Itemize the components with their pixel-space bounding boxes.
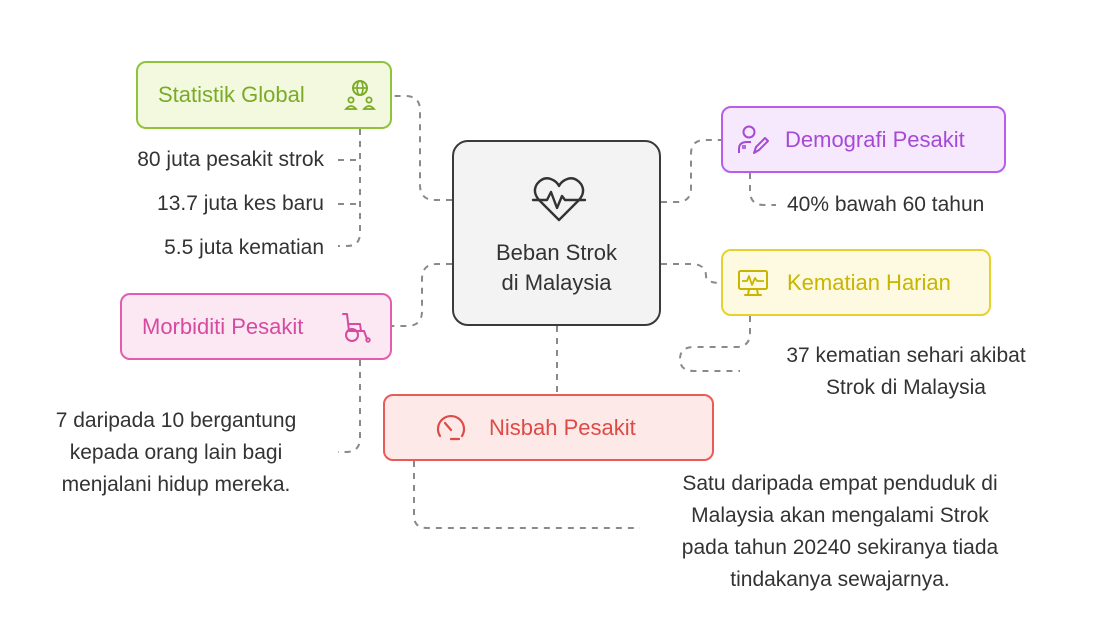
kematian-line-1: 37 kematian sehari akibat [786,344,1026,367]
connector-global-items [338,129,361,247]
connector-center-morb [392,263,452,327]
global-stat-3: 5.5 juta kematian [164,236,324,259]
node-kematian-harian: Kematian Harian [721,249,991,316]
nisbah-line-2: Malaysia akan mengalami Strok [691,504,989,527]
global-stat-1: 80 juta pesakit strok [137,148,324,171]
morbiditi-line-1: 7 daripada 10 bergantung [55,409,297,432]
node-title: Kematian Harian [787,269,951,295]
demografi-stat-1: 40% bawah 60 tahun [787,193,985,216]
nisbah-line-4: tindakanya sewajarnya. [730,568,950,591]
node-nisbah-pesakit: Nisbah Pesakit [383,394,714,461]
node-title: Demografi Pesakit [785,126,965,152]
connector-demo-text [749,173,776,206]
wheelchair-icon [342,312,371,343]
connector-center-kem [661,263,722,284]
connector-morb-text [338,360,361,453]
node-morbiditi-pesakit: Morbiditi Pesakit [120,293,392,360]
node-title: Nisbah Pesakit [489,414,636,440]
morbiditi-line-2: kepada orang lain bagi [69,441,283,464]
gauge-icon [436,414,466,440]
globe-people-icon [344,80,376,110]
node-demografi-pesakit: Demografi Pesakit [721,106,1006,173]
nisbah-line-1: Satu daripada empat penduduk di [682,472,998,495]
morbiditi-line-3: menjalani hidup mereka. [61,473,291,496]
connector-kem-text [678,316,751,372]
connector-nisbah-text [413,461,640,529]
heartbeat-icon [531,177,587,222]
kematian-line-2: Strok di Malaysia [826,376,986,399]
center-node: Beban Strok di Malaysia [452,140,661,326]
doctor-edit-icon [738,125,769,154]
connector-center-global [392,95,452,201]
nisbah-line-3: pada tahun 20240 sekiranya tiada [681,536,999,559]
connector-center-demo [661,139,721,203]
monitor-heartbeat-icon [738,269,768,296]
node-statistik-global: Statistik Global [136,61,392,129]
global-stat-2: 13.7 juta kes baru [157,192,324,215]
center-title-line2: di Malaysia [501,270,612,295]
center-title-line1: Beban Strok [495,240,618,265]
node-title: Morbiditi Pesakit [142,313,304,339]
node-title: Statistik Global [158,82,305,107]
